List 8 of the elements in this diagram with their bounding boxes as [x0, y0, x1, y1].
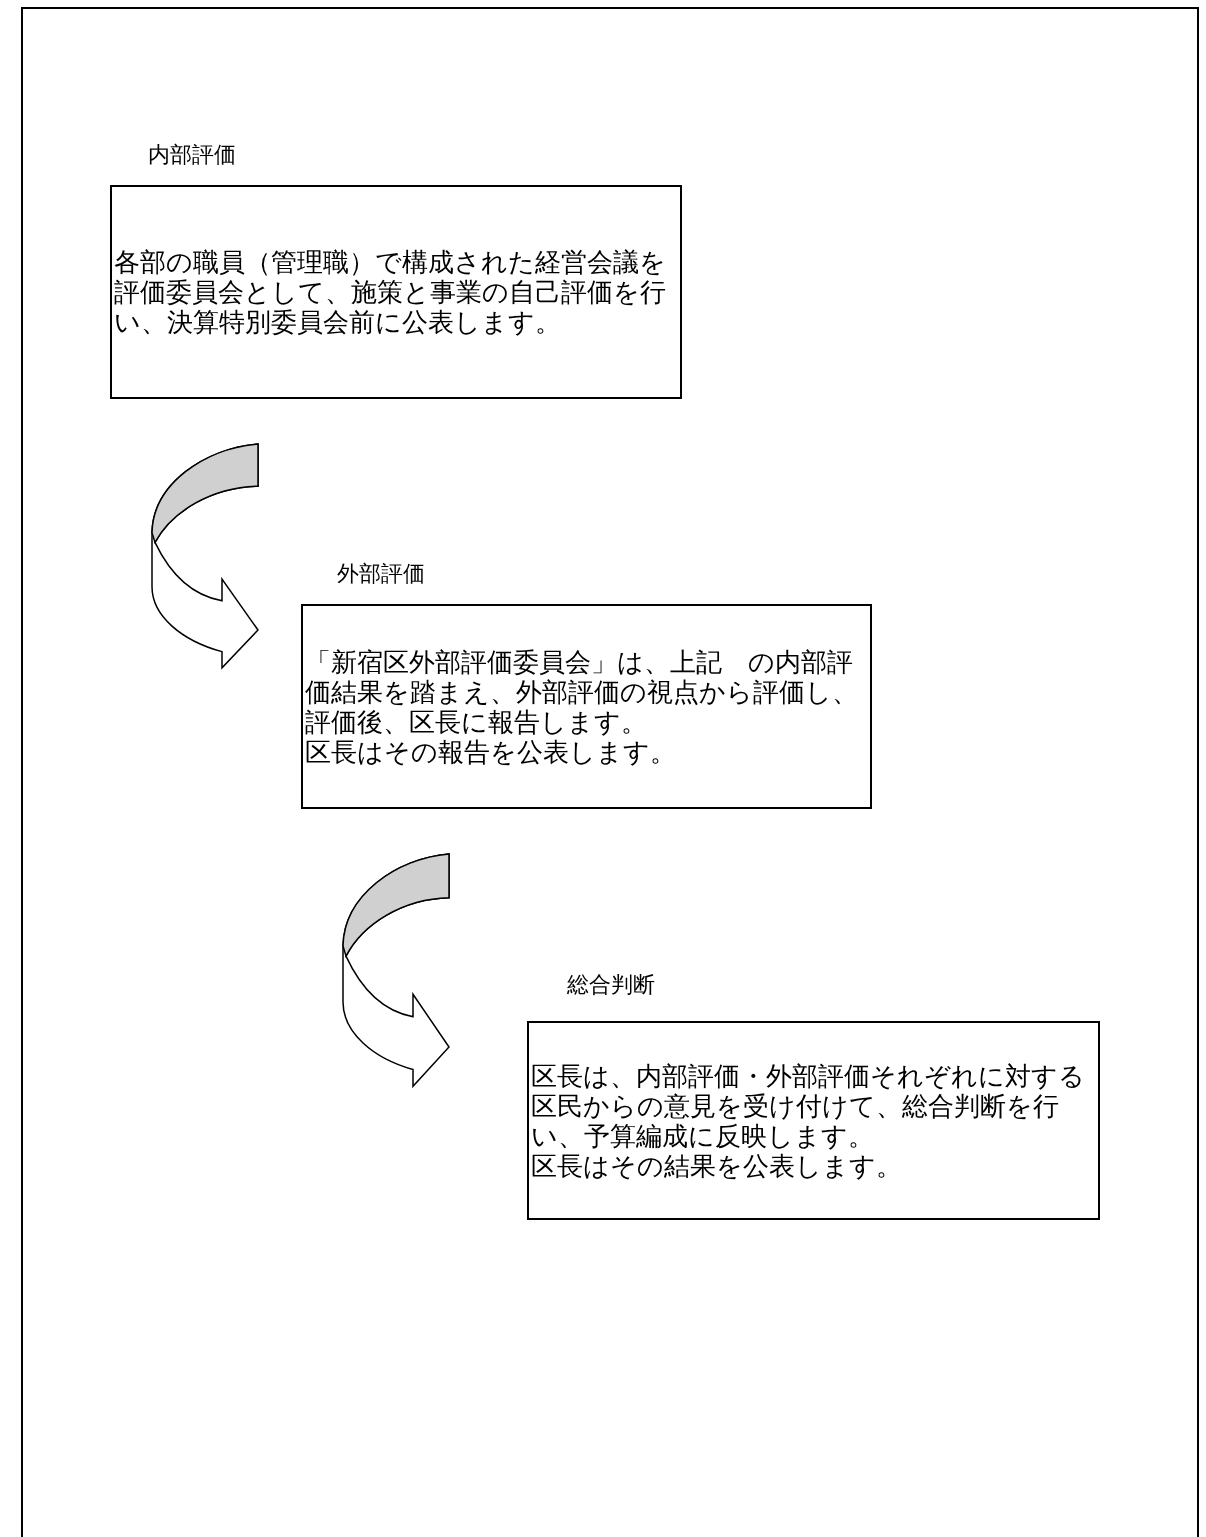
description-text: 区長はその報告を公表します。 [305, 736, 677, 767]
section-heading: 内部評価 [148, 141, 236, 169]
description-text: 区長は、内部評価・外部評価それぞれに対する区民からの意見を受け付けて、総合判断を行い、予算編成に反映します。 [531, 1060, 1086, 1151]
section-heading: 総合判断 [567, 971, 655, 999]
description-text: 「新宿区外部評価委員会」は、上記 の内部評価結果を踏まえ、外部評価の視点から評価し、評価後、区長に報告します。 [305, 646, 859, 737]
description-text: 各部の職員（管理職）で構成された経営会議を評価委員会として、施策と事業の自己評価を行い、決算特別委員会前に公表します。 [114, 247, 667, 337]
description-text: 区長はその結果を公表します。 [531, 1150, 903, 1181]
section-heading: 外部評価 [337, 560, 425, 588]
